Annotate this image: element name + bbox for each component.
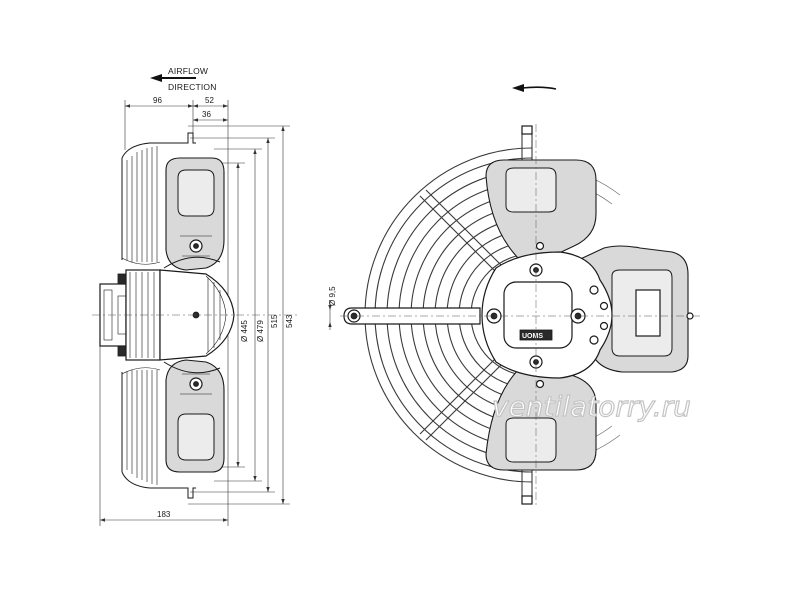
dim-96: 96 <box>153 96 162 105</box>
dim-36: 36 <box>202 110 211 119</box>
screw-icon <box>535 241 609 389</box>
airflow-label: AIRFLOW DIRECTION <box>150 66 217 92</box>
dia-445: Ø 445 <box>240 320 249 342</box>
side-view: 96 52 36 183 <box>92 96 300 526</box>
airflow-arrow-icon <box>150 74 196 82</box>
dia-479: Ø 479 <box>256 320 265 342</box>
dim-52: 52 <box>205 96 214 105</box>
mounting-tab-left: Ø 9,5 <box>328 286 481 330</box>
watermark: ventilatorry.ru <box>492 390 691 423</box>
side-blade-bottom <box>165 359 225 473</box>
side-guard <box>121 132 196 499</box>
right-bolt-icon <box>686 312 694 320</box>
airflow-label-line1: AIRFLOW <box>168 66 208 76</box>
rotation-arrow-icon <box>512 84 557 92</box>
front-view: Ø 9,5 UOMS <box>328 84 700 508</box>
hole-dia-label: Ø 9,5 <box>328 286 337 306</box>
front-motor-hub: UOMS <box>481 241 613 389</box>
dim-543: 543 <box>285 314 294 328</box>
motor-logo: UOMS <box>522 333 543 340</box>
front-blade-bottom <box>485 363 597 471</box>
side-blade-top <box>165 157 225 271</box>
top-dimensions: 96 52 36 <box>124 96 229 318</box>
dim-515: 515 <box>270 314 279 328</box>
front-blade-top <box>485 159 597 263</box>
dim-183: 183 <box>157 510 171 519</box>
airflow-label-line2: DIRECTION <box>168 82 217 92</box>
